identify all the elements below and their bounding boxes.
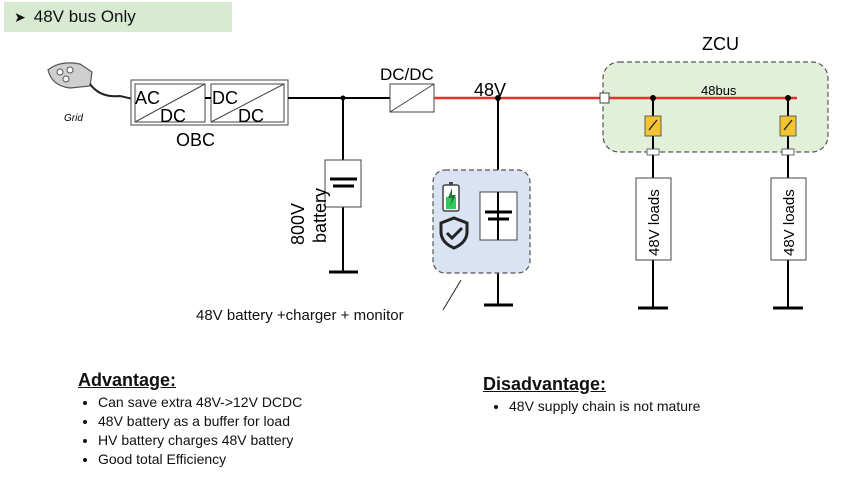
disadvantage-section: Disadvantage: 48V supply chain is not ma… [483, 374, 700, 416]
zcu-label: ZCU [702, 34, 739, 54]
obc-dc-label-2: DC [212, 88, 238, 108]
slide-title: ➤ 48V bus Only [4, 2, 232, 32]
lv-battery-symbol [479, 191, 518, 241]
obc-label: OBC [176, 130, 215, 150]
grid-plug-icon [47, 62, 134, 100]
advantage-heading: Advantage: [78, 370, 177, 390]
load-box-1 [635, 177, 672, 261]
advantage-section: Advantage: Can save extra 48V->12V DCDC … [78, 370, 302, 469]
title-text: 48V bus Only [33, 7, 136, 26]
list-item: 48V battery as a buffer for load [98, 412, 302, 431]
battery-charging-icon [442, 182, 460, 212]
obc-dc-label-1: DC [160, 106, 186, 126]
advantage-list: Can save extra 48V->12V DCDC 48V battery… [78, 393, 302, 469]
load-branch-1 [635, 95, 672, 310]
hv-battery-label: battery [310, 188, 330, 243]
arrow-bullet-icon: ➤ [14, 8, 26, 25]
caption-pointer [442, 279, 462, 311]
bus-48v-label: 48V [474, 80, 506, 100]
dcdc-label: DC/DC [380, 65, 434, 84]
battery-caption: 48V battery +charger + monitor [196, 307, 404, 324]
load-label-1: 48V loads [646, 189, 663, 256]
shield-check-icon [439, 216, 469, 250]
hv-battery [324, 98, 362, 274]
load-label-2: 48V loads [781, 189, 798, 256]
list-item: Can save extra 48V->12V DCDC [98, 393, 302, 412]
obc-converter [130, 79, 289, 126]
disadvantage-heading: Disadvantage: [483, 374, 607, 394]
dcdc-converter [389, 83, 435, 113]
list-item: HV battery charges 48V battery [98, 431, 302, 450]
obc-ac-label: AC [135, 88, 160, 108]
zcu-box [602, 61, 829, 153]
disadvantage-list: 48V supply chain is not mature [483, 397, 700, 416]
bus48-label: 48bus [701, 83, 737, 98]
grid-label: Grid [64, 113, 83, 124]
obc-dc-label-3: DC [238, 106, 264, 126]
hv-battery-voltage-label: 800V [288, 203, 308, 245]
list-item: 48V supply chain is not mature [509, 397, 700, 416]
load-branch-2 [770, 95, 807, 310]
list-item: Good total Efficiency [98, 450, 302, 469]
zcu-connector [599, 92, 610, 104]
load-box-2 [770, 177, 807, 261]
